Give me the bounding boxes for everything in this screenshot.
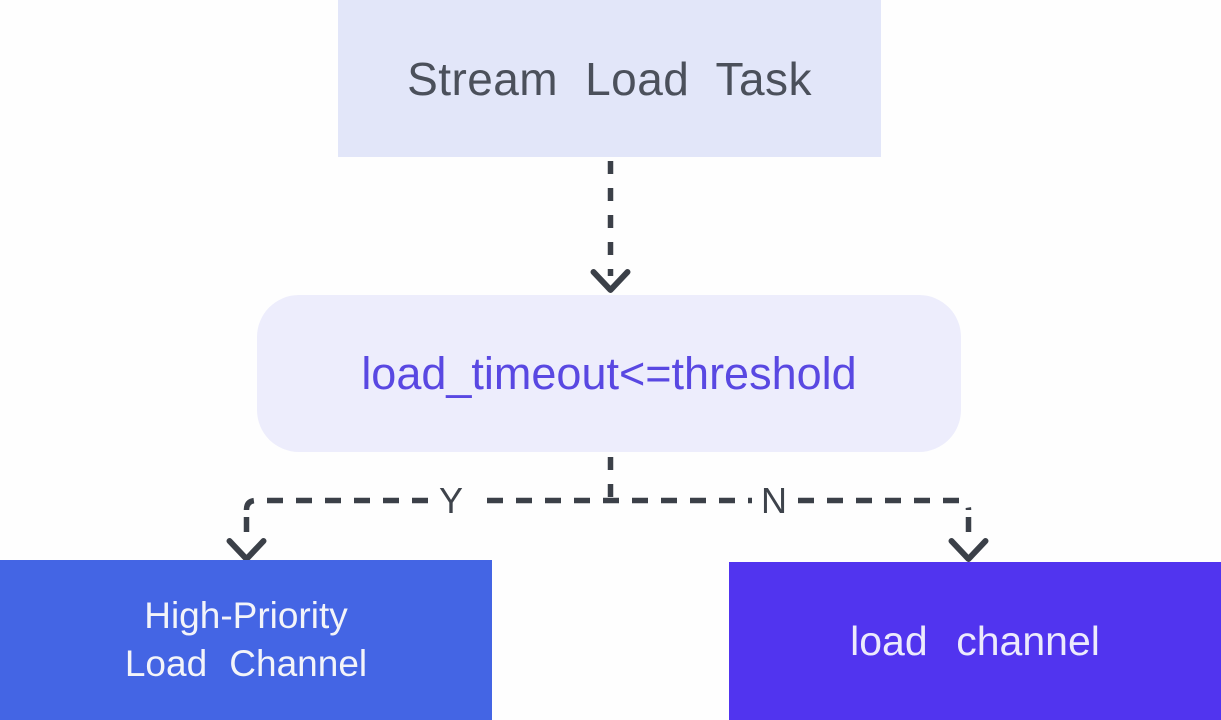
arrowhead-down-left-icon: [226, 538, 267, 562]
node-high-priority-load-channel: High-Priority Load Channel: [0, 560, 492, 720]
arrowhead-down-condition-icon: [590, 269, 631, 293]
node-stream-load-task-label: Stream Load Task: [407, 52, 812, 105]
node-stream-load-task: Stream Load Task: [338, 0, 881, 157]
node-high-priority-label-line1: High-Priority: [144, 595, 348, 636]
node-condition-label: load_timeout<=threshold: [361, 347, 857, 399]
branch-line-right: [798, 497, 972, 511]
node-load-channel: load channel: [729, 562, 1221, 720]
branch-label-yes: Y: [438, 480, 464, 521]
arrowhead-down-right-icon: [948, 538, 989, 562]
node-load-channel-label: load channel: [850, 617, 1100, 664]
branch-label-no: N: [761, 480, 787, 521]
node-condition-load-timeout: load_timeout<=threshold: [257, 295, 961, 452]
node-high-priority-label-line2: Load Channel: [124, 643, 368, 684]
branch-line-left: [243, 497, 428, 511]
